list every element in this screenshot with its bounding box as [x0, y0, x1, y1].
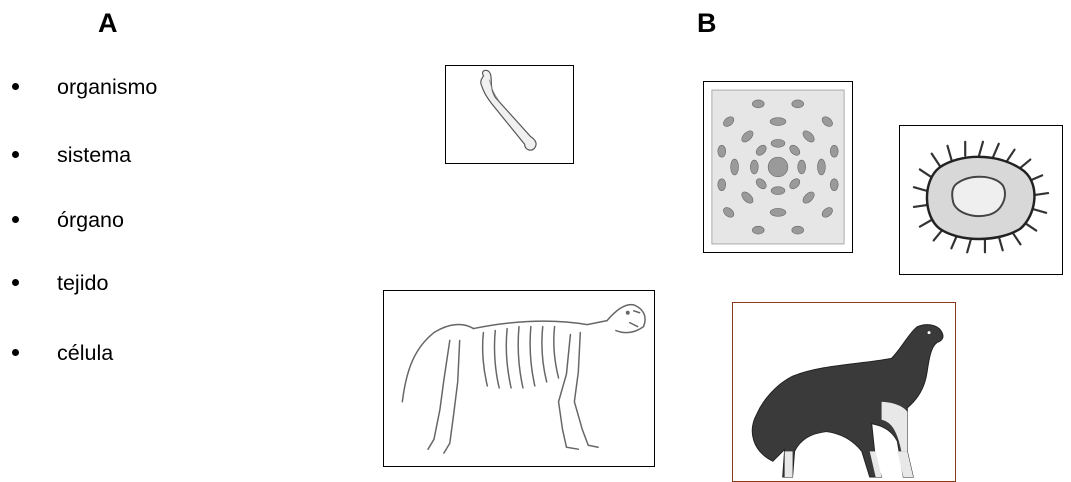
bullet-icon [12, 151, 19, 158]
list-item: tejido [0, 268, 300, 298]
bullet-icon [12, 279, 19, 286]
term-sistema: sistema [57, 140, 131, 170]
column-b-header: B [697, 8, 717, 39]
tissue-drawing [704, 82, 852, 252]
list-item: sistema [0, 140, 300, 170]
skeleton-drawing [384, 291, 654, 466]
term-organismo: organismo [57, 72, 157, 102]
bone-drawing [446, 66, 573, 163]
term-organo: órgano [57, 205, 124, 235]
list-item: célula [0, 338, 300, 368]
bullet-icon [12, 349, 19, 356]
cell-drawing [900, 126, 1062, 274]
column-a-header: A [98, 8, 118, 39]
bone-image [445, 65, 574, 164]
skeleton-image [383, 290, 655, 467]
cell-image [899, 125, 1063, 275]
wolf-image [732, 302, 956, 482]
list-item: organismo [0, 72, 300, 102]
term-celula: célula [57, 338, 113, 368]
bullet-icon [12, 216, 19, 223]
tissue-image [703, 81, 853, 253]
wolf-drawing [733, 303, 955, 481]
list-item: órgano [0, 205, 300, 235]
term-tejido: tejido [57, 268, 108, 298]
bullet-icon [12, 83, 19, 90]
